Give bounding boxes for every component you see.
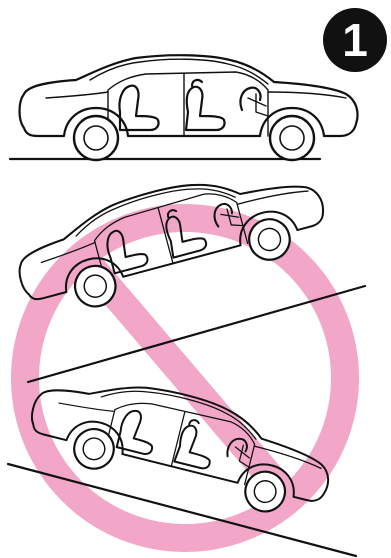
step-badge-number: 1 xyxy=(342,14,368,66)
uphill-ground xyxy=(28,286,365,382)
car-icon xyxy=(20,55,358,160)
level-scene xyxy=(10,55,358,160)
step-number-badge: 1 xyxy=(323,8,387,72)
prohibition-sign xyxy=(25,218,345,538)
